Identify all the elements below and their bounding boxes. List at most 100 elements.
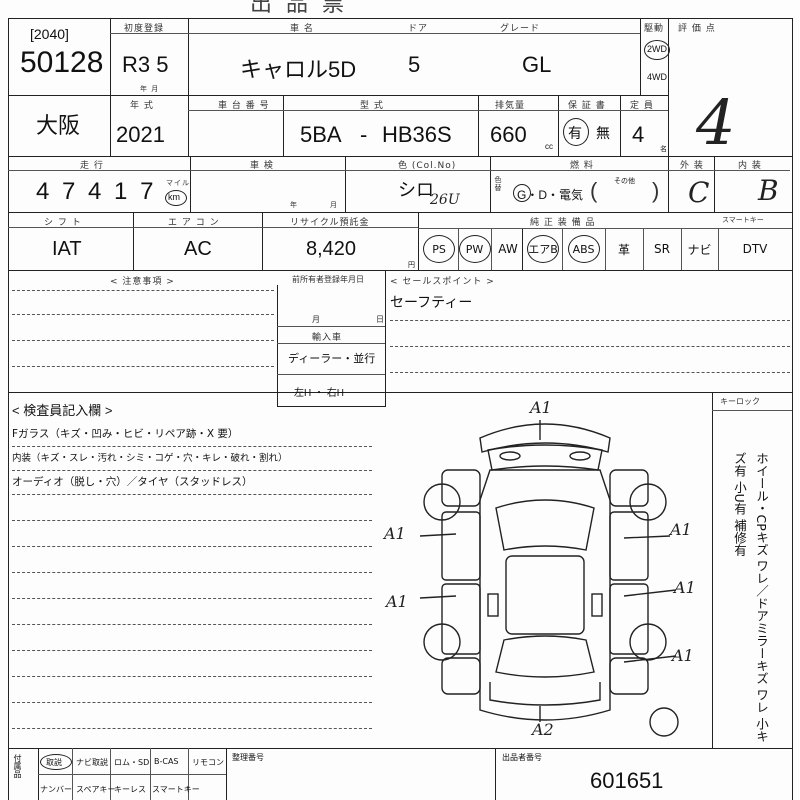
inspector-line-2: 内装（キズ・スレ・汚れ・シミ・コゲ・穴・キレ・破れ・割れ） <box>12 453 288 464</box>
equip-airbag: エアB <box>524 232 562 266</box>
bottom-smart-key: スマートキー <box>152 785 200 794</box>
bottom-rom-sd: ロム・SD <box>114 758 150 767</box>
entry-code: [2040] <box>30 26 69 42</box>
shift-value: IAT <box>52 238 82 260</box>
equip-abs: ABS <box>562 232 605 266</box>
insurance-yes: 有 <box>568 125 582 141</box>
fuel-value: G・D・電気 <box>517 188 584 202</box>
fuel-paren-close: ) <box>652 178 660 203</box>
chassis-label: 車 台 番 号 <box>218 101 270 111</box>
displacement-value: 660 <box>490 122 527 147</box>
model-year-label: 年 式 <box>130 101 154 111</box>
drive-2wd: 2WD <box>647 44 667 54</box>
year-month-label: 年 月 <box>140 85 160 93</box>
score-label: 評 価 点 <box>678 24 716 34</box>
year-label: 年 <box>290 201 298 209</box>
drive-4wd: 4WD <box>647 72 667 82</box>
insurance-label: 保 証 書 <box>568 101 606 111</box>
recycle-label: リサイクル預託金 <box>290 218 370 228</box>
bottom-manual: 取説 <box>46 758 62 767</box>
doors-label: ドア <box>408 24 429 34</box>
doors-value: 5 <box>408 52 421 77</box>
import-label: 輸入車 <box>312 333 343 343</box>
bottom-navi-manual: ナビ取説 <box>76 758 108 767</box>
bottom-spare-key: スペアキー <box>76 785 116 794</box>
inspector-title: < 検査員記入欄 > <box>12 403 113 418</box>
model-dash: - <box>360 122 368 147</box>
bottom-number: ナンバー <box>40 785 72 794</box>
model-year-value: 2021 <box>116 122 165 147</box>
seller-no-label: 出品者番号 <box>502 753 542 762</box>
inspector-line-3: オーディオ（脱し・穴）／タイヤ（スタッドレス） <box>12 476 253 488</box>
car-diagram <box>419 420 679 737</box>
color-side-label: 色替 <box>494 176 502 192</box>
equip-leather: 革 <box>617 242 630 257</box>
km-unit: km <box>168 192 180 202</box>
exterior-hand: C <box>688 176 710 209</box>
aircon-label: エ ア コ ン <box>168 218 220 228</box>
model-code-label: 型 式 <box>360 101 384 111</box>
entry-number: 50128 <box>20 46 104 79</box>
day-label: 日 <box>376 315 385 324</box>
color-label: 色 (Col.No) <box>398 161 457 171</box>
damage-right-rear: A1 <box>672 646 694 665</box>
aircon-value: AC <box>184 238 212 260</box>
damage-rear: A2 <box>532 720 554 739</box>
fuel-label: 燃 料 <box>570 161 594 171</box>
inspector-line-1: Fガラス（キズ・凹み・ヒビ・リペア跡・X 要） <box>12 428 239 440</box>
capacity-label: 定 員 <box>630 101 654 111</box>
damage-right-front: A1 <box>670 520 692 539</box>
displacement-label: 排気量 <box>495 101 526 111</box>
damage-left-front: A1 <box>384 524 406 543</box>
month-label: 月 <box>330 201 338 209</box>
interior-label: 内 装 <box>738 161 762 171</box>
drive-label: 駆動 <box>644 24 665 34</box>
month-label-2: 月 <box>312 315 321 324</box>
entry-serial: 601651 <box>590 768 664 793</box>
inspection-label: 車 検 <box>250 161 274 171</box>
equipment-label: 純 正 装 備 品 <box>530 218 596 228</box>
stock-no-label: 整理番号 <box>232 753 264 762</box>
color-value: シロ <box>398 180 434 200</box>
grade-label: グレード <box>500 24 541 34</box>
manual-circle <box>40 754 72 770</box>
equip-sr: SR <box>654 242 670 256</box>
recycle-value: 8,420 <box>306 238 357 260</box>
keyless-label: スマートキー <box>722 216 764 224</box>
grade-value: GL <box>522 52 552 77</box>
exterior-label: 外 装 <box>680 161 704 171</box>
equip-ps: PS <box>420 232 458 266</box>
bottom-keyless: キーレス <box>114 785 146 794</box>
insurance-yes-circle <box>563 118 589 146</box>
yen-unit: 円 <box>408 262 415 269</box>
prev-owner-label: 前所有者登録年月日 <box>292 275 364 284</box>
color-no-hand: 26U <box>430 192 460 208</box>
handle-value: 左H ・ 右H <box>294 388 344 399</box>
shift-label: シ フ ト <box>44 218 82 228</box>
equip-navi: ナビ <box>687 242 712 257</box>
first-reg-label: 初度登録 <box>124 24 165 34</box>
mileage-value: 4 7 4 1 7 <box>36 178 157 205</box>
equip-dtv: DTV <box>742 242 768 256</box>
model-prefix: 5BA <box>300 122 342 147</box>
capacity-value: 4 <box>632 122 645 147</box>
insurance-no: 無 <box>596 125 610 141</box>
accessories-label: 付属品 <box>13 754 22 778</box>
score-hand: 4 <box>696 86 736 159</box>
bottom-remote: リモコン <box>192 758 224 767</box>
fuel-other: その他 <box>614 178 635 185</box>
header-title: 出品票 <box>250 0 359 17</box>
first-reg-value: R3 5 <box>122 52 169 77</box>
region-value: 大阪 <box>36 113 81 138</box>
mileage-label: 走 行 <box>80 161 104 171</box>
fuel-paren-open: ( <box>590 178 598 203</box>
drive-2wd-circle <box>644 40 670 60</box>
cc-unit: cc <box>545 142 553 151</box>
equip-pw: PW <box>458 232 491 266</box>
mile-unit: マイル <box>166 179 190 187</box>
car-name-value: キャロル5D <box>240 57 357 82</box>
sales-point-label: < セールスポイント > <box>390 277 495 287</box>
km-circle <box>165 190 187 206</box>
sales-point-value: セーフティー <box>390 294 473 310</box>
damage-left-rear: A1 <box>386 592 408 611</box>
